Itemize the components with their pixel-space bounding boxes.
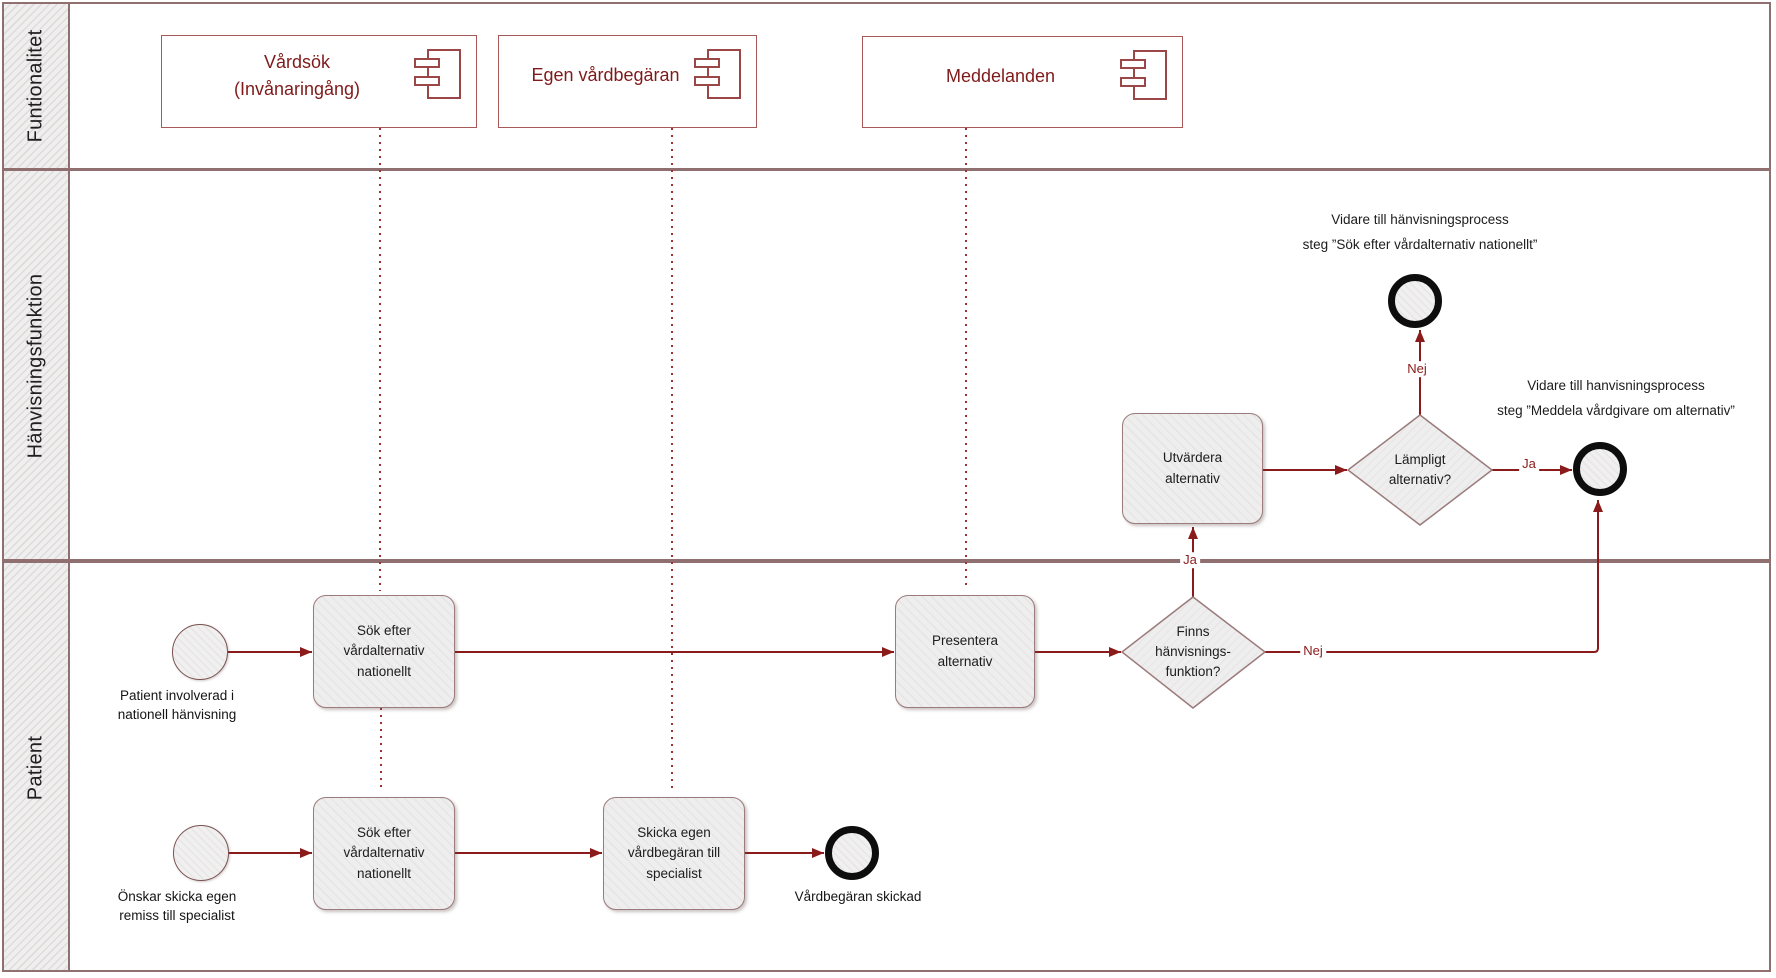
annotation-meddela-vardgivare: Vidare till hanvisningsprocess steg ”Med… [1446,378,1776,428]
annotation-sok-nationellt: Vidare till hänvisningsprocess steg ”Sök… [1250,212,1590,262]
component-meddelanden-label: Meddelanden [945,65,1056,86]
task-label: Utvärdera alternativ [1162,450,1223,486]
edge-label-nej-side: Nej [1300,643,1326,659]
component-vardsok: Vårdsök (Invånaringång) [161,35,477,128]
start-event-referral [173,825,229,881]
flow-finns-nej-to-end [1265,500,1603,653]
sequence-flows [227,330,1603,858]
annotation-line: steg ”Meddela vårdgivare om alternativ” [1497,403,1735,418]
component-icon [1120,50,1167,100]
end-event-meddela-vardgivare [1573,442,1627,496]
task-label: Presentera alternativ [931,633,999,669]
task-label: Sök efter vårdalternativ nationellt [343,623,425,679]
component-icon [414,49,461,99]
task-label: Sök efter vårdalternativ nationellt [343,825,425,881]
gateway-lampligt-alternativ [1346,414,1494,526]
task-presentera-alternativ: Presentera alternativ [895,595,1035,708]
edge-label-nej-top: Nej [1404,361,1430,377]
component-icon [694,49,741,99]
edge-label-ja-up: Ja [1180,552,1200,568]
annotation-line: Vidare till hanvisningsprocess [1527,378,1705,393]
gateway-finns-label: Finns hänvisnings- funktion? [1155,624,1231,679]
edge-label-ja-right: Ja [1519,456,1539,472]
start-event-referral-label: Önskar skicka egen remiss till specialis… [117,889,237,923]
end-event-vardbegaran-skickad [825,826,879,880]
annotation-line: steg ”Sök efter vårdalternativ nationell… [1302,237,1538,252]
annotation-line: Vidare till hänvisningsprocess [1331,212,1509,227]
task-utvardera-alternativ: Utvärdera alternativ [1122,413,1263,524]
task-sok-vardalternativ-lower: Sök efter vårdalternativ nationellt [313,797,455,910]
component-vardsok-label: Vårdsök (Invånaringång) [233,52,361,99]
start-event-national [172,624,228,680]
end-event-sok-nationellt [1388,274,1442,328]
gateway-lampligt-label: Lämpligt alternativ? [1388,452,1452,487]
component-links [379,128,967,791]
start-event-national-label: Patient involverad i nationell hänvisnin… [117,688,237,722]
end-event-vardbegaran-label: Vårdbegäran skickad [794,889,922,904]
lane-divider-2 [2,559,1771,563]
lane-divider-1 [2,168,1771,171]
task-label: Skicka egen vårdbegäran till specialist [627,825,721,881]
component-meddelanden: Meddelanden [862,36,1183,128]
lane-header-column [4,4,70,970]
gateway-finns-hanvisningsfunktion [1120,596,1267,709]
component-egen-vardbegaran: Egen vårdbegäran [498,35,757,128]
task-skicka-egen-vardbegaran: Skicka egen vårdbegäran till specialist [603,797,745,910]
task-sok-vardalternativ-upper: Sök efter vårdalternativ nationellt [313,595,455,708]
gateways [1120,414,1494,709]
component-egen-vardbegaran-label: Egen vårdbegäran [531,65,680,86]
